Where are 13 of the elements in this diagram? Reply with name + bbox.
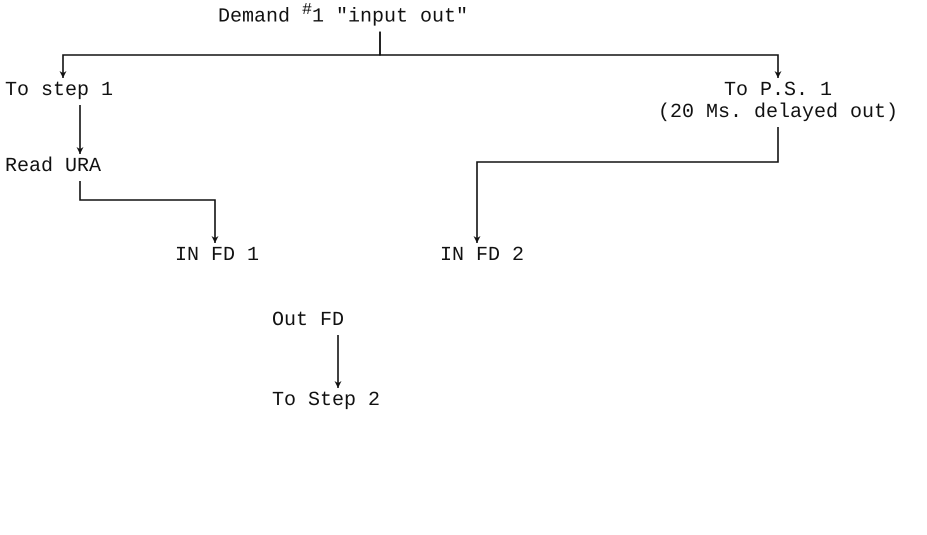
flow-step-text: To step 1 (5, 80, 114, 102)
arrow (79, 181, 218, 243)
flow-step-text: To P.S. 1 (20 Ms. delayed out) (628, 80, 927, 124)
flow-step-text: Demand $^{#}$1 "input out" (218, 0, 468, 29)
arrow (76, 105, 84, 154)
flow-step-text: IN FD 2 (440, 245, 524, 267)
arrow (474, 127, 779, 243)
flow-step-text: IN FD 1 (175, 245, 260, 267)
flow-step-text: Read URA (5, 156, 102, 178)
arrow (334, 335, 342, 388)
flow-step-text: To Step 2 (272, 390, 380, 412)
flow-step-text: Out FD (272, 310, 344, 332)
arrow (379, 32, 782, 78)
